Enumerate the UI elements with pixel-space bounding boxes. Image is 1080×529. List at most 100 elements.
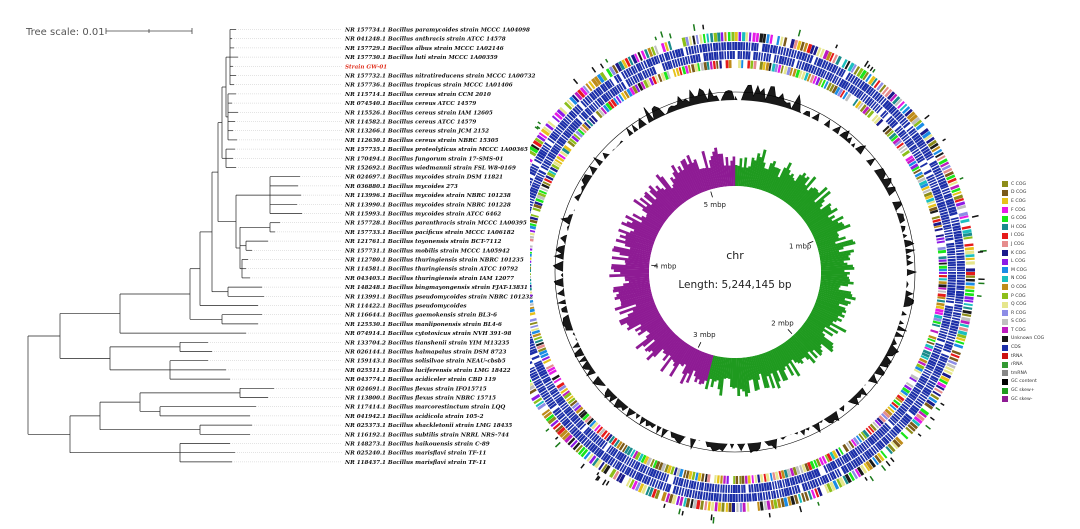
taxon-label: NR 116192.1 Bacillus subtilis strain NRR… [344,432,509,438]
taxon-label: NR 133704.2 Bacillus tianshenii strain Y… [344,340,510,346]
legend-label: F COG [1011,208,1026,213]
taxon-label: NR 025240.1 Bacillus marisflavi strain T… [344,451,486,457]
legend-label: N COG [1011,276,1026,281]
genome-length: Length: 5,244,145 bp [678,279,792,291]
legend-item: rRNA [1002,360,1078,369]
legend-item: K COG [1002,249,1078,258]
legend-label: R COG [1011,311,1026,316]
legend-label: I COG [1011,233,1024,238]
legend-item: L COG [1002,257,1078,266]
legend-label: D COG [1011,190,1026,195]
taxon-label: NR 114422.1 Bacillus pseudomycoides [344,304,467,310]
legend-item: GC content [1002,378,1078,387]
legend-swatch [1002,267,1008,273]
taxon-label: NR 036880.1 Bacillus mycoides 273 [344,184,458,190]
legend-swatch [1002,388,1008,394]
legend-item: F COG [1002,206,1078,215]
tree-scale-label: Tree scale: 0.01 [25,27,105,38]
legend-label: GC skew- [1011,397,1032,402]
chromosome-name: chr [726,249,744,262]
legend-swatch [1002,250,1008,256]
legend-label: G COG [1011,216,1026,221]
legend-label: O COG [1011,285,1026,290]
mbp-tick-label: 3 mbp [693,331,716,339]
legend-item: I COG [1002,232,1078,241]
taxon-label: NR 026144.1 Bacillus halmapalus strain D… [344,350,506,356]
legend-swatch [1002,284,1008,290]
mbp-tick-label: 2 mbp [771,319,794,327]
legend-item: Unknown COG [1002,335,1078,344]
taxon-label: NR 024697.1 Bacillus mycoides strain DSM… [344,175,503,181]
legend-swatch [1002,293,1008,299]
legend-item: C COG [1002,180,1078,189]
taxon-label: NR 116644.1 Bacillus gaemokensis strain … [344,313,497,319]
taxon-label: NR 148273.1 Bacillus haikouensis strain … [344,442,490,448]
taxon-label: NR 157732.1 Bacillus nitratireducens str… [344,74,536,80]
legend-swatch [1002,198,1008,204]
legend-label: C COG [1011,182,1026,187]
legend-swatch [1002,241,1008,247]
legend-swatch [1002,302,1008,308]
taxon-label: NR 157733.1 Bacillus pacificus strain MC… [344,230,515,236]
legend-label: rRNA [1011,362,1023,367]
taxon-label: NR 157728.1 Bacillus paranthracis strain… [344,221,527,227]
taxon-label: NR 148248.1 Bacillus bingmayongensis str… [344,285,528,291]
taxon-label: NR 113266.1 Bacillus cereus strain JCM 2… [344,129,489,135]
legend-item: S COG [1002,318,1078,327]
mbp-tick-label: 5 mbp [704,201,727,209]
legend-swatch [1002,396,1008,402]
legend-item: H COG [1002,223,1078,232]
tree-scale-bar [106,28,192,34]
legend-swatch [1002,345,1008,351]
legend-swatch [1002,216,1008,222]
legend-label: L COG [1011,259,1025,264]
phylogenetic-tree-panel: Tree scale: 0.01 NR 157734.1 Bacillus pa… [0,0,540,525]
taxon-label: NR 112630.1 Bacillus cereus strain NBRC … [344,138,499,144]
taxon-label: NR 113991.1 Bacillus pseudomycoides stra… [344,294,533,300]
taxon-label: NR 115526.1 Bacillus cereus strain IAM 1… [344,110,493,116]
taxon-label: NR 157730.1 Bacillus luti strain MCCC 1A… [344,55,498,61]
legend-item: T COG [1002,326,1078,335]
legend-swatch [1002,207,1008,213]
taxon-label: NR 157731.1 Bacillus mobilis strain MCCC… [344,248,510,254]
taxon-label: NR 115993.1 Bacillus mycoides strain ATC… [344,212,501,218]
legend-label: T COG [1011,328,1026,333]
legend-label: Q COG [1011,302,1026,307]
legend-item: R COG [1002,309,1078,318]
phylogenetic-tree: Tree scale: 0.01 NR 157734.1 Bacillus pa… [0,0,540,525]
taxon-label: NR 041942.1 Bacillus acidicola strain 10… [344,414,484,420]
legend-swatch [1002,233,1008,239]
legend-label: S COG [1011,319,1026,324]
legend-label: H COG [1011,225,1026,230]
legend-item: P COG [1002,292,1078,301]
taxon-label: NR 041248.1 Bacillus anthracis strain AT… [344,37,506,43]
taxon-label: Strain GW-01 [345,64,387,70]
legend-label: P COG [1011,294,1026,299]
legend-swatch [1002,379,1008,385]
taxon-label: NR 159143.1 Bacillus solisilvae strain N… [344,359,506,365]
legend-label: K COG [1011,251,1026,256]
legend-swatch [1002,327,1008,333]
taxon-label: NR 152692.1 Bacillus wiedmannii strain F… [344,166,516,172]
legend-swatch [1002,353,1008,359]
legend-swatch [1002,276,1008,282]
legend-item: GC skew+ [1002,386,1078,395]
legend-item: tmRNA [1002,369,1078,378]
legend-item: J COG [1002,240,1078,249]
legend-swatch [1002,310,1008,316]
taxon-label: NR 170494.1 Bacillus fungorum strain 17-… [344,156,503,162]
legend-item: N COG [1002,275,1078,284]
legend-swatch [1002,224,1008,230]
taxon-label: NR 025373.1 Bacillus shackletonii strain… [344,423,512,429]
tree-branches [28,30,302,462]
legend-swatch [1002,181,1008,187]
taxon-label: NR 118437.1 Bacillus marisflavi strain T… [344,460,486,466]
legend-swatch [1002,259,1008,265]
taxon-label: NR 043403.1 Bacillus thuringiensis strai… [344,276,514,282]
legend-item: D COG [1002,189,1078,198]
legend-item: O COG [1002,283,1078,292]
taxon-label: NR 113800.1 Bacillus flexus strain NBRC … [344,396,496,402]
legend-item: CDS [1002,343,1078,352]
